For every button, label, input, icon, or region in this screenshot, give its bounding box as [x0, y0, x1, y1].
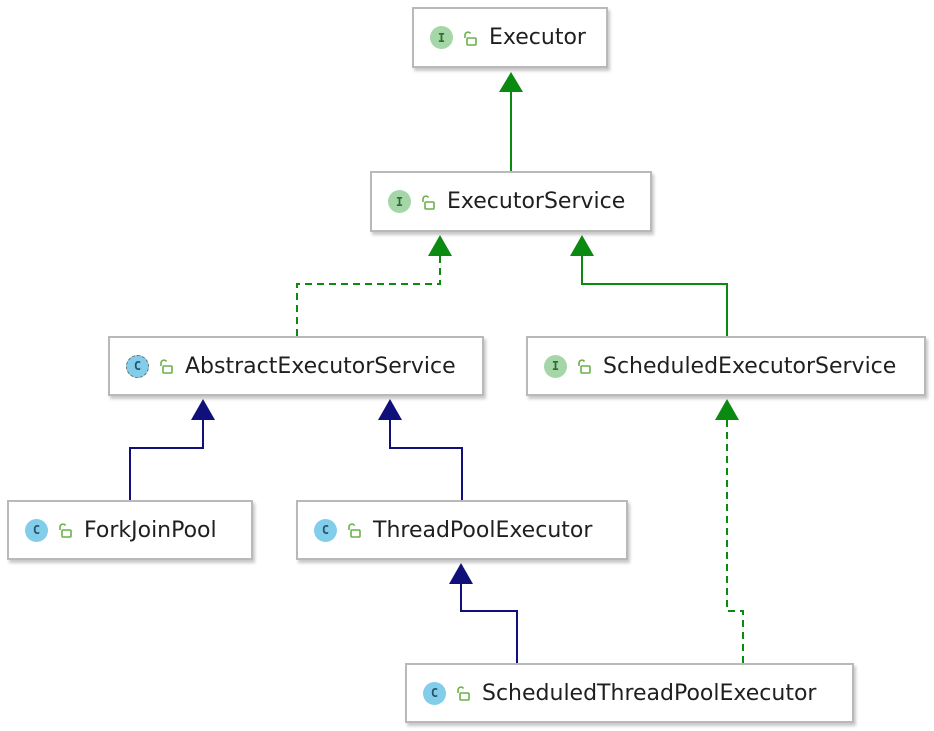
- edge-line: [296, 256, 441, 336]
- class-icon: C: [25, 518, 48, 542]
- node-label: ExecutorService: [447, 189, 626, 214]
- public-visibility-icon: [457, 686, 470, 701]
- arrow-head: [570, 235, 594, 256]
- arrow-head: [428, 235, 452, 256]
- interface-icon: I: [388, 190, 411, 213]
- node-label: AbstractExecutorService: [185, 353, 456, 379]
- class-icon: C: [423, 681, 446, 705]
- arrow-head: [378, 399, 402, 420]
- node-abstract-executor-service[interactable]: C AbstractExecutorService: [108, 336, 484, 396]
- public-visibility-icon: [464, 30, 477, 46]
- node-executor[interactable]: I Executor: [412, 7, 608, 68]
- public-visibility-icon: [578, 359, 591, 374]
- public-visibility-icon: [348, 523, 361, 538]
- edge-line: [460, 584, 518, 663]
- arrow-head: [449, 563, 473, 584]
- arrow-head: [499, 72, 523, 92]
- edge-line: [389, 420, 463, 500]
- node-label: ScheduledThreadPoolExecutor: [482, 680, 817, 706]
- edge-forkjoinpool-to-abstractexecutorservice: [129, 399, 215, 500]
- node-label: ScheduledExecutorService: [603, 353, 897, 379]
- class-icon: C: [314, 518, 337, 542]
- edge-threadpoolexecutor-to-abstractexecutorservice: [378, 399, 463, 500]
- node-thread-pool-executor[interactable]: C ThreadPoolExecutor: [296, 500, 628, 560]
- interface-icon: I: [544, 354, 567, 378]
- node-scheduled-executor-service[interactable]: I ScheduledExecutorService: [526, 336, 926, 396]
- node-executor-service[interactable]: I ExecutorService: [370, 171, 652, 232]
- edge-line: [726, 420, 744, 663]
- public-visibility-icon: [59, 523, 72, 538]
- node-label: ForkJoinPool: [84, 517, 217, 543]
- interface-icon: I: [430, 26, 453, 49]
- public-visibility-icon: [422, 194, 435, 210]
- edge-scheduledexecutorservice-to-executorservice: [570, 235, 728, 336]
- public-visibility-icon: [160, 359, 173, 374]
- edge-line: [581, 256, 728, 336]
- node-label: ThreadPoolExecutor: [373, 517, 593, 543]
- arrow-head: [191, 399, 215, 420]
- node-label: Executor: [489, 25, 586, 50]
- node-scheduled-thread-pool-executor[interactable]: C ScheduledThreadPoolExecutor: [405, 663, 854, 723]
- edge-scheduledthreadpoolexecutor-to-scheduledexecutorservice: [715, 399, 744, 663]
- node-fork-join-pool[interactable]: C ForkJoinPool: [7, 500, 253, 560]
- edge-executorservice-to-executor: [499, 72, 523, 171]
- edge-abstractexecutorservice-to-executorservice: [296, 235, 452, 336]
- arrow-head: [715, 399, 739, 420]
- abstract-class-icon: C: [126, 354, 149, 378]
- edge-scheduledthreadpoolexecutor-to-threadpoolexecutor: [449, 563, 518, 663]
- edge-line: [129, 420, 204, 500]
